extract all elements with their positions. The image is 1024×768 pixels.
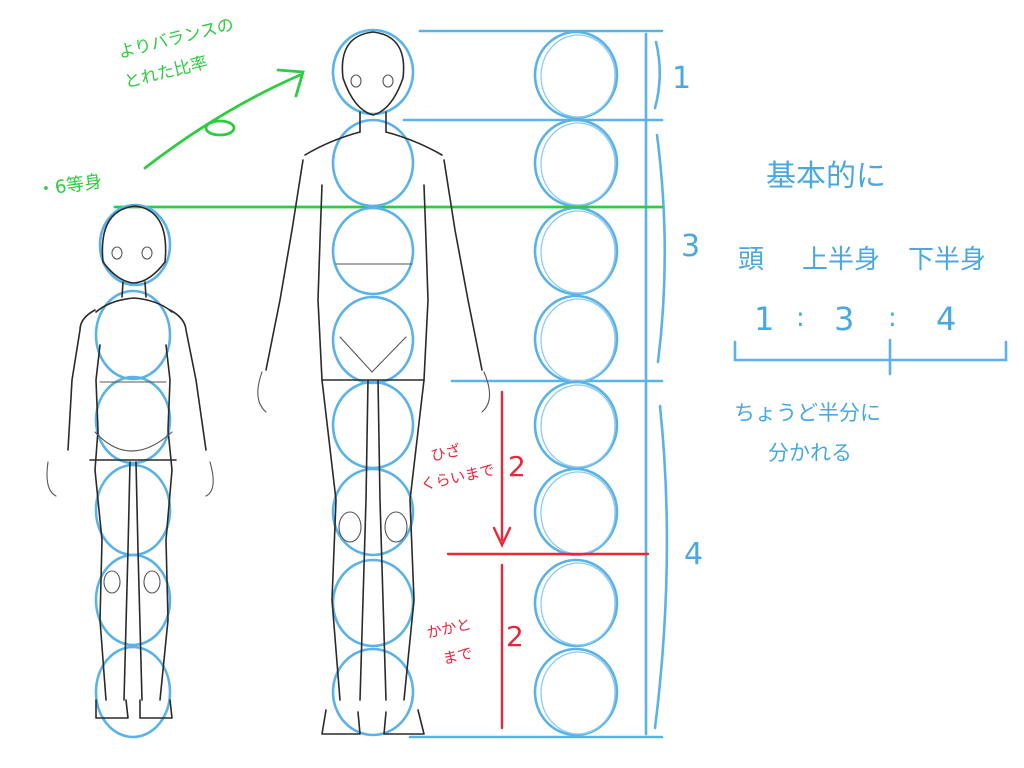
- ratio-value-4: 4: [936, 300, 956, 338]
- small-figure: [46, 203, 214, 739]
- ratio-explanation: 基本的に 頭 上半身 下半身 1 : 3 : 4 ちょうど半分に 分かれる: [733, 159, 1008, 465]
- red-note-knee-2: くらいまで: [419, 461, 496, 494]
- half-bracket: [733, 340, 1008, 362]
- ratio-header-lower: 下半身: [908, 245, 986, 275]
- ratio-value-3: 3: [834, 300, 854, 338]
- red-count-upper: 2: [508, 450, 526, 483]
- scale-brackets: 1 3 4: [653, 40, 703, 730]
- red-count-lower: 2: [506, 620, 524, 653]
- scale-label-4: 4: [684, 537, 703, 572]
- red-note-heel-2: まで: [441, 644, 474, 668]
- ratio-colon-1: :: [796, 303, 805, 333]
- ratio-header-upper: 上半身: [802, 245, 880, 275]
- ratio-header-head: 頭: [738, 245, 764, 275]
- six-head-label: ・6等身: [36, 171, 104, 201]
- head-unit-circle: [533, 294, 619, 384]
- head-unit-circle: [533, 467, 619, 557]
- ratio-title: 基本的に: [766, 159, 886, 194]
- head-unit-circle: [533, 118, 619, 208]
- bracket-note-line1: ちょうど半分に: [734, 401, 881, 425]
- red-note-heel-1: かかと: [425, 615, 473, 642]
- ratio-value-1: 1: [754, 300, 774, 338]
- tall-figure: [257, 28, 491, 737]
- bracket-note-line2: 分かれる: [768, 441, 852, 465]
- scale-label-3: 3: [681, 229, 700, 264]
- head-unit-stack: [533, 30, 619, 737]
- green-note-line1: よりバランスの: [116, 15, 236, 63]
- ratio-colon-2: :: [888, 303, 897, 333]
- head-unit-circle: [533, 30, 619, 120]
- head-unit-circle: [533, 647, 619, 737]
- head-unit-circle: [533, 206, 619, 296]
- red-note-knee-1: ひざ: [429, 441, 462, 465]
- scale-label-1: 1: [672, 61, 691, 96]
- head-unit-circle: [533, 380, 619, 470]
- head-unit-circle: [533, 558, 619, 648]
